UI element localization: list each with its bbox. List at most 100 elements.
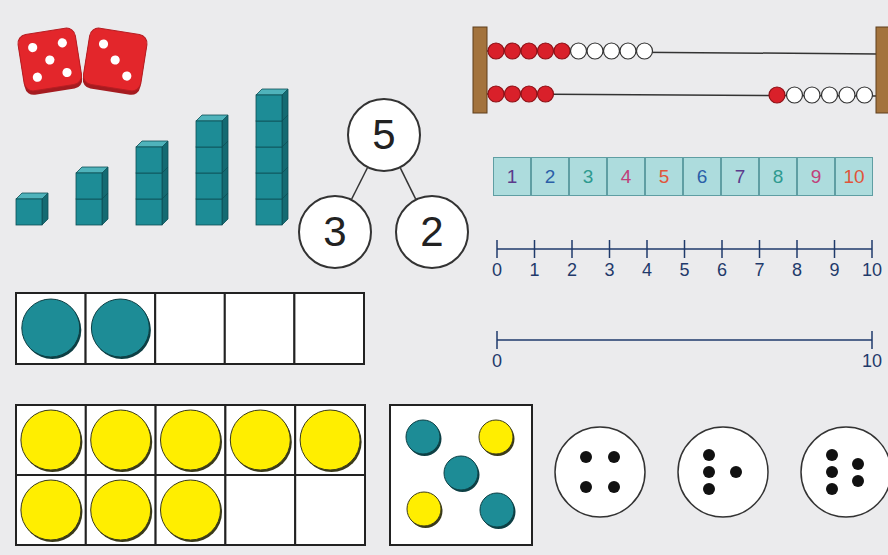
cube-side [162, 141, 168, 225]
cube-face [256, 95, 282, 121]
cube-face [76, 173, 102, 199]
cube-top [136, 141, 168, 147]
number-line-tick [871, 331, 873, 349]
yellow-counter [479, 420, 513, 454]
white-bead [804, 87, 820, 103]
cube-side-seam [282, 115, 288, 121]
plate-dot [608, 481, 620, 493]
part-circle: 3 [298, 195, 372, 269]
number-track-cell: 2 [531, 157, 569, 196]
cube-top [16, 193, 48, 199]
yellow-counter [21, 480, 81, 540]
plate-dot [608, 451, 620, 463]
number-line-tick [834, 240, 836, 258]
number-line-tick [534, 240, 536, 258]
die [17, 27, 84, 96]
red-bead [521, 43, 537, 59]
cube-side-seam [282, 193, 288, 199]
plate-dot [826, 466, 838, 478]
track-number: 10 [843, 167, 864, 186]
cube-side-seam [222, 141, 228, 147]
five-frame-cell [294, 293, 364, 364]
track-number: 1 [507, 167, 518, 186]
yellow-counter [300, 410, 360, 470]
yellow-counter [91, 410, 151, 470]
number-line-label: 0 [492, 261, 502, 279]
red-bead [488, 43, 504, 59]
teal-counter [22, 299, 80, 357]
number-track-cell: 10 [835, 157, 873, 196]
cube-side-seam [222, 193, 228, 199]
die-pip [27, 42, 38, 53]
number-line-tick [721, 240, 723, 258]
five-frame-cell [155, 293, 225, 364]
track-number: 7 [735, 167, 746, 186]
empty-number-line [497, 339, 872, 341]
number-line-label: 9 [829, 261, 839, 279]
number-line-tick [571, 240, 573, 258]
red-bead [488, 86, 504, 102]
abacus-post [876, 27, 888, 113]
ten-frame-cell [225, 405, 295, 475]
cube-side-seam [162, 193, 168, 199]
dot-plate [555, 427, 645, 517]
red-bead [769, 87, 785, 103]
plate-dot [826, 483, 838, 495]
cube-side-seam [282, 141, 288, 147]
white-bead [857, 87, 873, 103]
number-track-cell: 7 [721, 157, 759, 196]
cube-face [196, 147, 222, 173]
track-number: 2 [545, 167, 556, 186]
ten-frame-cell [16, 475, 86, 545]
die-pip [122, 71, 133, 82]
red-bead [505, 43, 521, 59]
part-circle: 2 [395, 195, 469, 269]
number-line-label: 3 [604, 261, 614, 279]
ten-frame-cell [225, 475, 295, 545]
dot-plate [801, 427, 888, 517]
part-whole-number: 2 [420, 211, 443, 253]
number-line-label: 8 [792, 261, 802, 279]
plate-dot [580, 451, 592, 463]
track-number: 9 [811, 167, 822, 186]
die-pip [57, 38, 68, 49]
track-number: 4 [621, 167, 632, 186]
number-line-tick [496, 240, 498, 258]
number-line-label: 10 [862, 261, 882, 279]
white-bead [571, 43, 587, 59]
track-number: 6 [697, 167, 708, 186]
track-number: 3 [583, 167, 594, 186]
number-line-label: 1 [529, 261, 539, 279]
plate-dot [703, 483, 715, 495]
white-bead [787, 87, 803, 103]
red-bead [521, 86, 537, 102]
ten-frame-cell [16, 405, 86, 475]
number-track-cell: 9 [797, 157, 835, 196]
die-pip [45, 55, 56, 66]
ten-frame-cell [295, 405, 365, 475]
white-bead [637, 43, 653, 59]
cube-face [256, 121, 282, 147]
number-line-label: 10 [862, 352, 882, 370]
five-frame-cell [86, 293, 156, 364]
cube-top [76, 167, 108, 173]
red-bead [538, 86, 554, 102]
number-line-tick [796, 240, 798, 258]
part-whole-link [352, 168, 368, 199]
red-bead [505, 86, 521, 102]
yellow-counter [230, 410, 290, 470]
die-pip [32, 72, 43, 83]
white-bead [620, 43, 636, 59]
yellow-counter [21, 410, 81, 470]
number-line-label: 4 [642, 261, 652, 279]
cube-face [256, 173, 282, 199]
teal-counter [444, 456, 478, 490]
cube-side-seam [162, 167, 168, 173]
cube-side-seam [102, 193, 108, 199]
cube-face [196, 199, 222, 225]
ten-frame-cell [295, 475, 365, 545]
cube-face [256, 199, 282, 225]
white-bead [839, 87, 855, 103]
number-line-tick [759, 240, 761, 258]
ten-frame-cell [156, 405, 226, 475]
